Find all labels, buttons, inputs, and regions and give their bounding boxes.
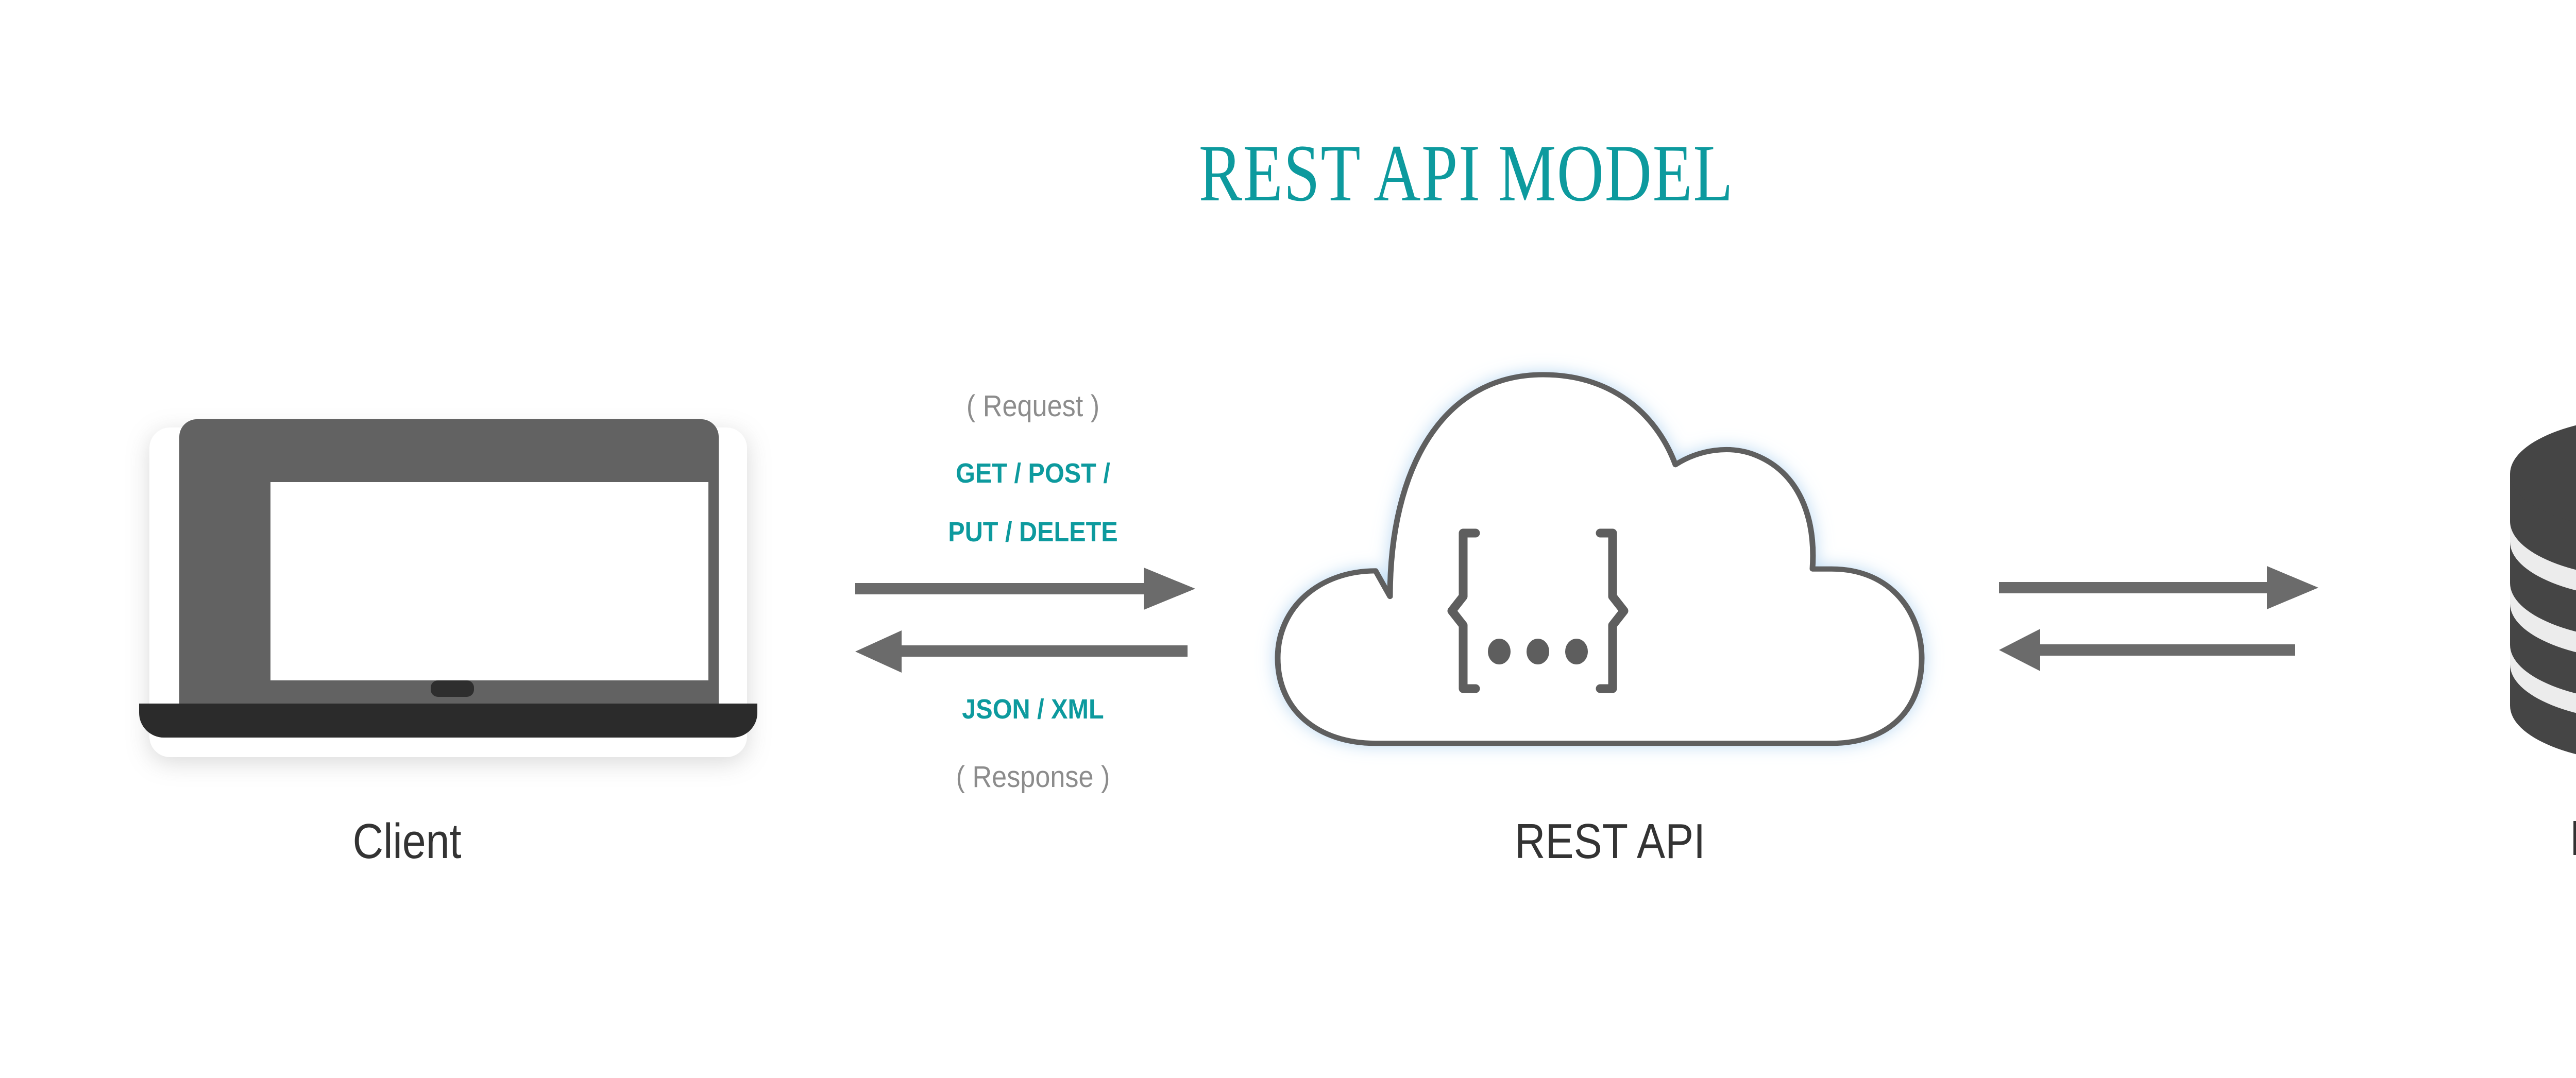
rest-api-node <box>1257 372 1937 788</box>
arrows-api-database <box>1999 559 2360 677</box>
arrows-client-api <box>855 561 1216 680</box>
database-label: Database <box>2495 814 2576 863</box>
page-title: REST API MODEL <box>1198 128 1734 218</box>
database-node <box>2473 407 2576 767</box>
laptop-icon <box>179 419 719 708</box>
client-label: Client <box>352 814 462 869</box>
curly-braces-icon <box>1447 528 1629 693</box>
laptop-screen <box>270 482 708 680</box>
ellipsis-dots-icon <box>1488 639 1588 664</box>
rest-api-label: REST API <box>1514 814 1706 869</box>
response-formats: JSON / XML <box>962 694 1104 725</box>
response-caption: ( Response ) <box>956 760 1110 794</box>
laptop-base <box>139 704 757 738</box>
request-methods-line-1: GET / POST / <box>956 458 1110 489</box>
arrow-right-icon <box>1999 566 2318 609</box>
request-caption: ( Request ) <box>966 389 1100 423</box>
arrow-right-icon <box>855 568 1195 610</box>
request-methods-line-2: PUT / DELETE <box>948 517 1118 547</box>
database-cylinder-icon <box>2510 425 2576 755</box>
arrow-left-icon <box>1999 629 2295 671</box>
client-node <box>139 412 757 762</box>
arrow-left-icon <box>855 630 1188 673</box>
cloud-icon <box>1275 372 1925 746</box>
laptop-notch-icon <box>431 680 474 697</box>
